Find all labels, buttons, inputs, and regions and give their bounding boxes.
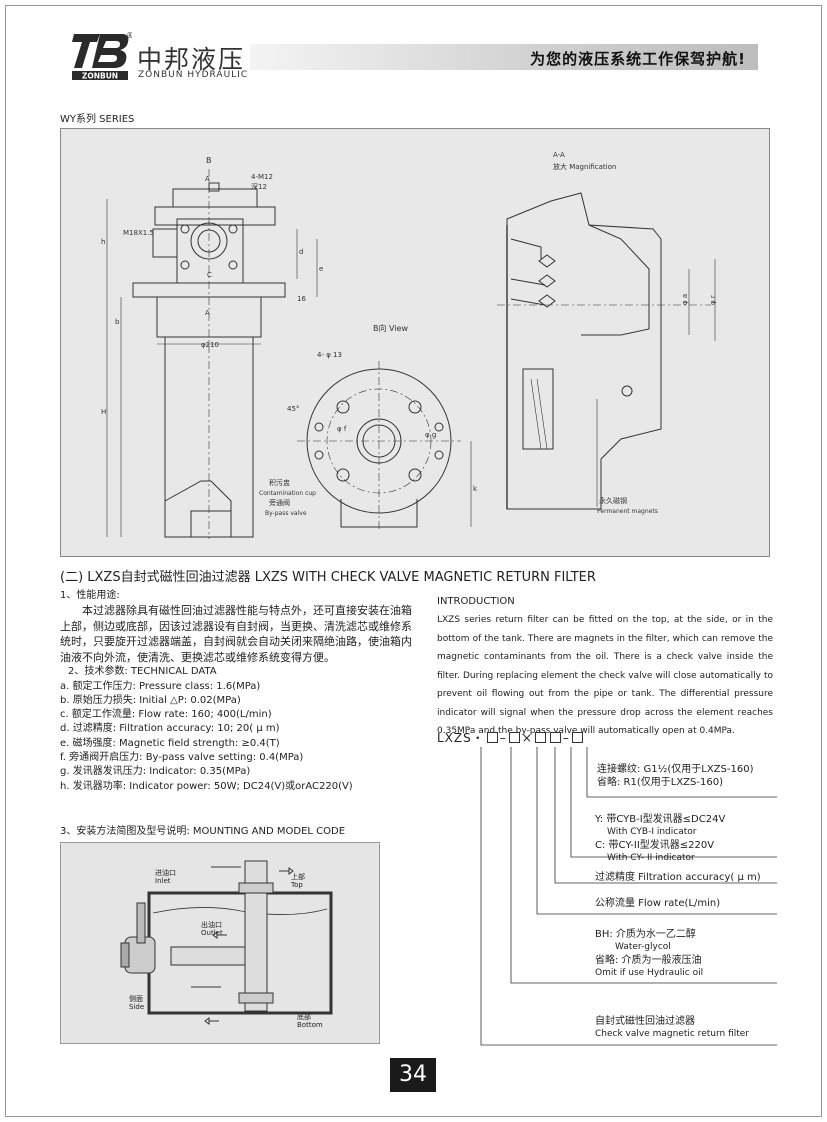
slogan-bar: 为您的液压系统工作保驾护航! [250,44,758,70]
label-phi-r: φ r [709,295,717,305]
spec-item: f. 旁通阀开启压力: By-pass valve setting: 0.4(M… [60,752,304,764]
label-a-mid: A [205,309,210,317]
label-magnification: 放大 Magnification [553,162,616,171]
label-h: h [101,238,105,246]
spec-item: b. 原始压力损失: Initial △P: 0.02(MPa) [60,694,241,706]
svg-text:®: ® [126,31,132,40]
label-d: d [299,248,303,256]
label-bypass-cn: 旁通阀 [269,498,290,507]
label-e: e [319,265,323,273]
label-b: b [115,318,120,326]
slogan: 为您的液压系统工作保驾护航! [530,50,746,68]
side-view [106,169,318,539]
intro-title: INTRODUCTION [437,596,515,607]
intro-text: LXZS series return filter can be fitted … [437,615,773,736]
label-a-top: A [205,175,210,183]
tech-data-heading: 2、技术参数: TECHNICAL DATA [68,666,217,678]
label-view: B向 View [373,323,408,333]
performance-text: 本过滤器除具有磁性回油过滤器性能与特点外，还可直接安装在油箱上部，侧边或底部，因… [60,604,412,664]
technical-drawing: B A 4-M12 深12 M18X1.5 C A φ210 h b H d e… [60,128,770,557]
spec-item: g. 发讯器发讯压力: Indicator: 0.35(MPa) [60,766,251,778]
label-contam-cn: 积污盅 [269,478,290,487]
label-bypass-en: By-pass valve [265,510,307,517]
page-frame [5,5,822,1117]
spec-item: c. 额定工作流量: Flow rate: 160; 400(L/min) [60,709,272,721]
spec-item: e. 磁场强度: Magnetic field strength: ≥0.4(T… [60,737,280,749]
label-b-top: B [206,156,212,165]
label-k: k [473,485,478,493]
label-g: φ g [425,431,436,439]
label-16: 16 [297,295,306,303]
brand-name-cn: 中邦液压 [137,45,246,74]
mounting-title: 3、安装方法简图及型号说明: MOUNTING AND MODEL CODE [60,826,346,837]
b-view [297,361,472,529]
label-H: H [101,408,106,416]
brand-name-en: ZONBUN HYDRAULIC [138,70,249,80]
spec-item: d. 过滤精度: Filtration accuracy: 10; 20( μ … [60,723,280,735]
label-c: C [207,271,212,279]
label-m18: M18X1.5 [123,229,154,237]
code-flow: 公称流量 Flow rate(L/min) [595,898,721,909]
label-aa: A-A [553,151,565,159]
left-column: 1、性能用途: 本过滤器除具有磁性回油过滤器性能与特点外，还可直接安装在油箱上部… [60,589,420,794]
zonbun-logo: ZONBUN ® [72,31,132,81]
label-m12: 4-M12 [251,173,273,181]
aa-section [497,192,716,510]
label-holes: 4- φ 13 [317,351,342,359]
label-magnet-en: Permanent magnets [597,508,658,515]
label-f: φ f [337,425,347,433]
label-contam-en: Contamination cup [259,490,316,497]
section-title: (二) LXZS自封式磁性回油过滤器 LXZS WITH CHECK VALVE… [60,570,596,585]
model-code: LXZS・–×– 连接螺纹: G1½(仅用于LXZS-160)省略: R1(仅用… [437,727,777,1047]
label-phi-a: φ a [681,294,689,305]
label-45: 45° [287,405,299,413]
series-label: WY系列 SERIES [60,114,135,125]
label-depth: 深12 [251,182,267,191]
logo-text: ZONBUN [82,72,118,81]
label-phi210: φ210 [201,341,219,349]
performance-heading: 1、性能用途: [60,590,120,601]
spec-item: a. 额定工作压力: Pressure class: 1.6(MPa) [60,680,261,692]
model-code-string: LXZS・–×– [437,729,585,746]
code-connection: 连接螺纹: G1½(仅用于LXZS-160)省略: R1(仅用于LXZS-160… [597,764,754,788]
code-accuracy: 过滤精度 Filtration accuracy( μ m) [595,872,761,883]
label-magnet-cn: 永久磁钢 [599,496,627,505]
page-number: 34 [390,1058,436,1092]
spec-item: h. 发讯器功率: Indicator power: 50W; DC24(V)或… [60,780,353,792]
